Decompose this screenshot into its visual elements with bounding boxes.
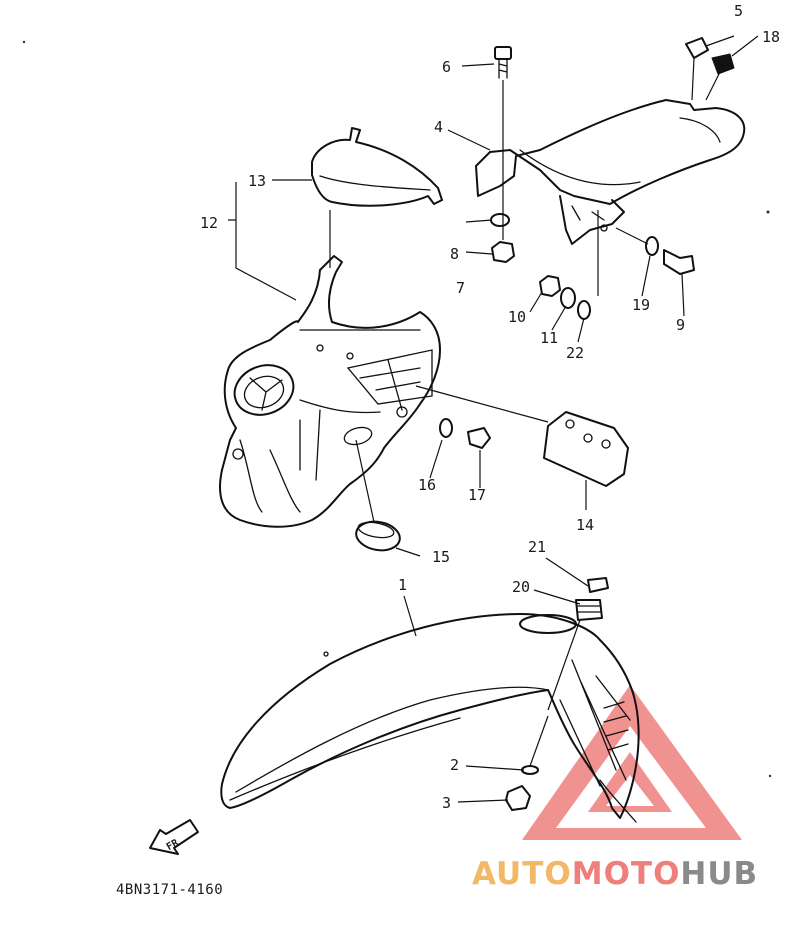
label-13: 13 (248, 172, 266, 190)
clamp-band-part-13 (311, 127, 443, 207)
label-4: 4 (434, 118, 443, 136)
label-20: 20 (512, 578, 530, 596)
label-7: 7 (456, 279, 465, 297)
watermark-logo: AUTOMOTOHUB (472, 856, 758, 892)
watermark-auto: AUTO (472, 856, 572, 892)
grommet-part-15 (355, 520, 401, 552)
label-8: 8 (450, 245, 459, 263)
scan-specks (22, 40, 772, 778)
plate-part-14 (543, 411, 629, 487)
watermark-triangle (522, 685, 742, 840)
stay-bracket-part-4 (475, 99, 746, 245)
front-arrow-label: FR (165, 837, 182, 853)
label-16: 16 (418, 476, 436, 494)
label-14: 14 (576, 516, 594, 534)
label-15: 15 (432, 548, 450, 566)
front-direction-arrow: FR (149, 819, 199, 855)
label-19: 19 (632, 296, 650, 314)
label-1: 1 (398, 576, 407, 594)
label-9: 9 (676, 316, 685, 334)
label-2: 2 (450, 756, 459, 774)
watermark-hub: HUB (680, 856, 758, 892)
watermark-moto: MOTO (572, 856, 681, 892)
label-18: 18 (762, 28, 780, 46)
label-10: 10 (508, 308, 526, 326)
label-21: 21 (528, 538, 546, 556)
drawing-code: 4BN3171-4160 (116, 882, 223, 898)
label-22: 22 (566, 344, 584, 362)
label-6: 6 (442, 58, 451, 76)
label-17: 17 (468, 486, 486, 504)
svg-text:AUTOMOTOHUB: AUTOMOTOHUB (472, 856, 758, 892)
leader-lines (228, 35, 759, 803)
part-number-labels: 1 2 3 4 5 6 7 8 9 10 11 12 13 14 15 16 1… (200, 2, 780, 812)
label-3: 3 (442, 794, 451, 812)
label-12: 12 (200, 214, 218, 232)
label-11: 11 (540, 329, 558, 347)
label-5: 5 (734, 2, 743, 20)
front-fender-part-1 (220, 613, 640, 823)
headlight-cowl-part-12 (219, 255, 441, 528)
